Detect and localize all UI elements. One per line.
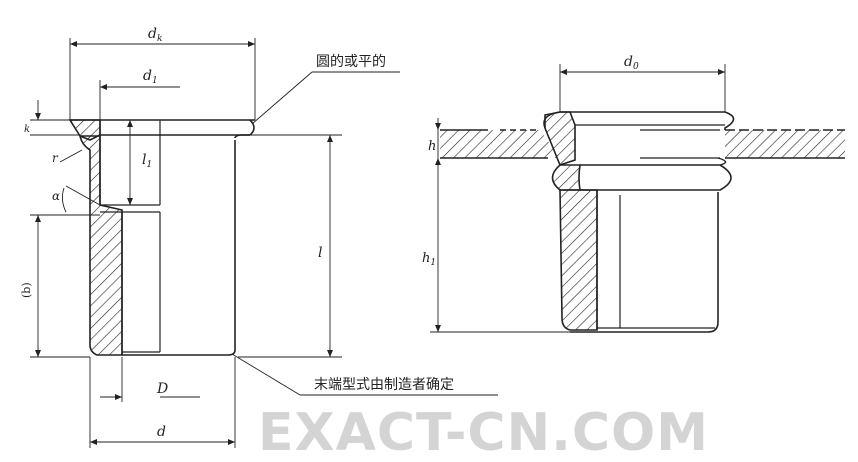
note-end-shape: 末端型式由制造者确定 [314, 377, 454, 393]
sheet-right [725, 130, 845, 158]
label-b: (b) [20, 282, 33, 298]
label-d1: d1 [143, 68, 158, 86]
label-D: D [156, 381, 168, 397]
label-l1: l1 [142, 152, 152, 170]
label-k: k [24, 124, 30, 135]
left-view [30, 38, 498, 448]
label-d: d [157, 424, 166, 440]
watermark: EXACT-CN.COM [258, 403, 709, 462]
label-r: r [52, 151, 59, 165]
label-dk: dk [148, 26, 162, 44]
label-h: h [428, 139, 436, 154]
label-h1: h1 [422, 251, 436, 268]
sheet-left [440, 130, 560, 158]
right-body-section [559, 189, 598, 331]
label-d0: d0 [624, 54, 639, 72]
right-view [430, 64, 845, 333]
label-l: l [318, 245, 322, 261]
label-alpha: α [52, 189, 60, 203]
left-body-section [79, 135, 123, 356]
note-head-shape: 圆的或平的 [316, 54, 386, 70]
